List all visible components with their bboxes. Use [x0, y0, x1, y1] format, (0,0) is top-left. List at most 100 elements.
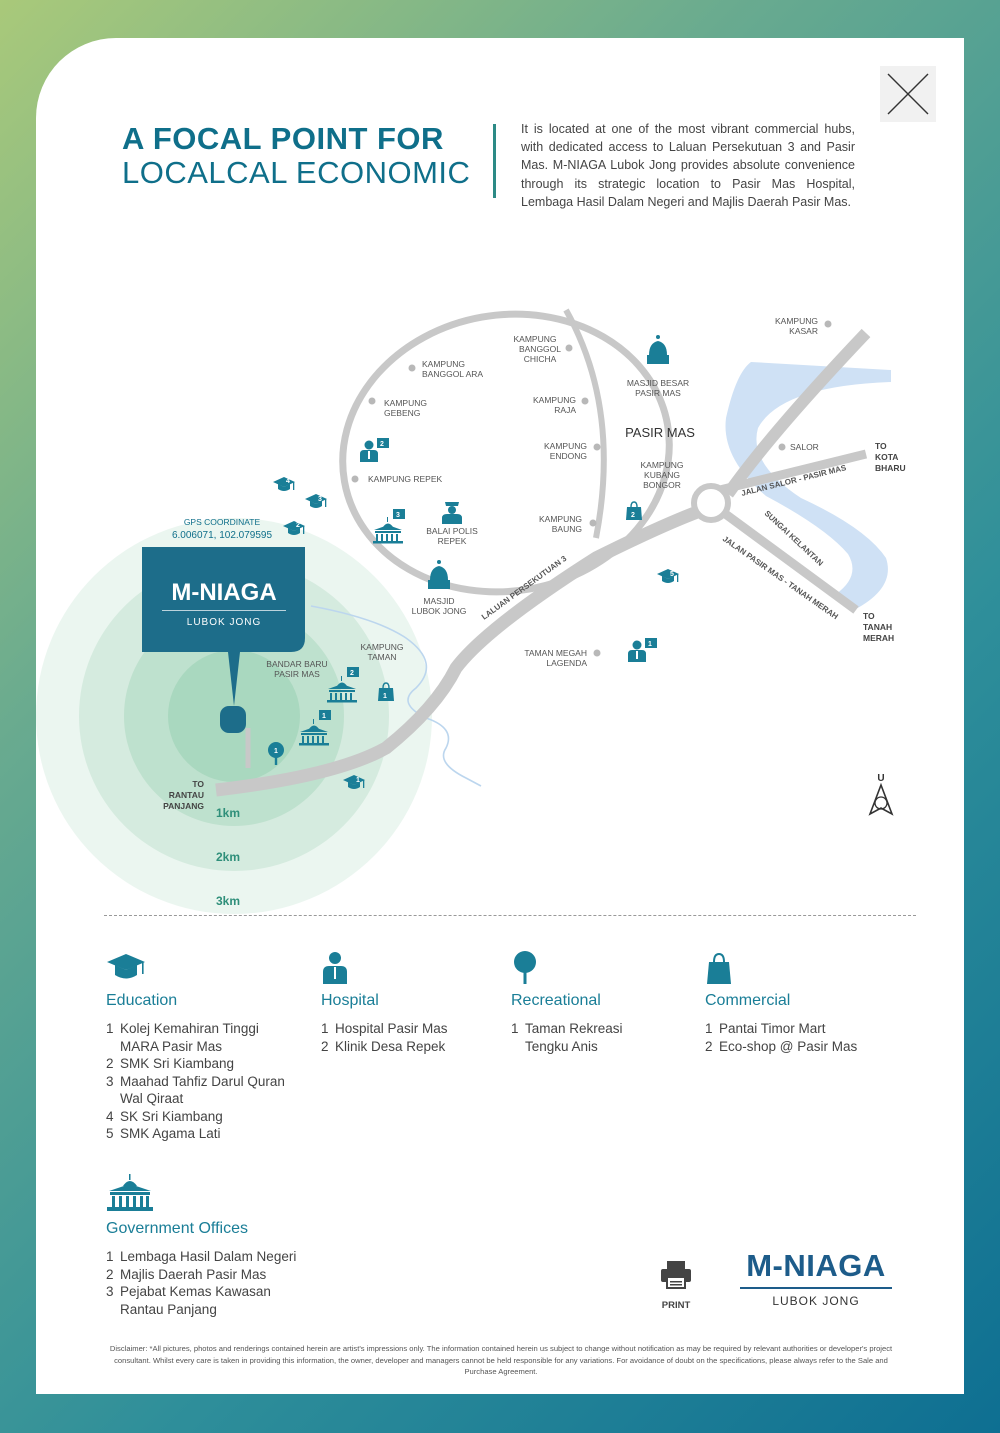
- title-line-1: A FOCAL POINT FOR: [122, 121, 444, 156]
- content-card: A FOCAL POINT FOR LOCALCAL ECONOMIC It i…: [36, 38, 964, 1394]
- radius-1km: 1km: [216, 806, 240, 820]
- compass: U: [868, 773, 894, 816]
- svg-text:3: 3: [318, 496, 322, 503]
- svg-text:4: 4: [286, 478, 290, 485]
- radius-3km: 3km: [216, 894, 240, 908]
- legend-title-government: Government Offices: [106, 1220, 248, 1237]
- disclaimer: Disclaimer: *All pictures, photos and re…: [109, 1344, 893, 1376]
- gps-label: GPS COORDINATE: [184, 517, 261, 527]
- gps-value: 6.006071, 102.079595: [172, 530, 273, 541]
- svg-text:1: 1: [383, 693, 387, 700]
- close-button[interactable]: [880, 66, 936, 122]
- government-building-icon: [106, 1174, 296, 1214]
- footer-logo: M-NIAGA LUBOK JONG: [736, 1248, 896, 1308]
- river-kelantan: [725, 362, 891, 610]
- doctor-icon: [321, 950, 448, 986]
- svg-text:1: 1: [274, 748, 278, 755]
- poi-markers: 4 3 2 5 1 2 1 3 2 1 1 1 2: [268, 335, 679, 789]
- section-divider: [104, 915, 916, 916]
- close-icon: [887, 73, 929, 115]
- road-tanah-merah: JALAN PASIR MAS - TANAH MERAH: [721, 534, 840, 621]
- legend-title-education: Education: [106, 992, 178, 1009]
- footer-logo-sub: LUBOK JONG: [772, 1293, 860, 1308]
- shopping-bag-icon: [705, 950, 857, 986]
- svg-text:2: 2: [631, 512, 635, 519]
- location-map: 1km 2km 3km LALUAN PERSEKUTUAN 3 JALAN S…: [36, 308, 906, 914]
- printer-icon: [661, 1261, 691, 1289]
- intro-text: It is located at one of the most vibrant…: [521, 122, 855, 209]
- legend-title-commercial: Commercial: [705, 992, 791, 1009]
- tributary: [310, 605, 482, 787]
- print-button[interactable]: PRINT: [658, 1260, 694, 1313]
- footer-logo-name: M-NIAGA: [746, 1248, 886, 1283]
- svg-text:2: 2: [296, 522, 300, 529]
- road-network: [215, 308, 871, 797]
- page-title: A FOCAL POINT FOR LOCALCAL ECONOMIC: [122, 122, 470, 190]
- svg-text:2: 2: [350, 670, 354, 677]
- svg-text:SALOR: SALOR: [790, 442, 819, 452]
- title-divider: [493, 124, 496, 198]
- village-dots: [351, 320, 832, 657]
- svg-text:2: 2: [380, 441, 384, 448]
- svg-text:1: 1: [322, 713, 326, 720]
- site-logo-name: M-NIAGA: [171, 579, 276, 606]
- town-label: PASIR MAS: [625, 425, 695, 440]
- footer-logo-rule: [740, 1287, 892, 1289]
- svg-text:3: 3: [396, 512, 400, 519]
- title-line-2: LOCALCAL ECONOMIC: [122, 155, 471, 190]
- radius-2km: 2km: [216, 850, 240, 864]
- legend-title-hospital: Hospital: [321, 992, 379, 1009]
- svg-text:1: 1: [648, 641, 652, 648]
- svg-text:5: 5: [670, 571, 674, 578]
- tree-icon: [511, 950, 623, 986]
- svg-text:KAMPUNG REPEK: KAMPUNG REPEK: [368, 474, 442, 484]
- site-logo-sub: LUBOK JONG: [187, 617, 261, 628]
- legend-title-recreational: Recreational: [511, 992, 601, 1009]
- svg-text:1: 1: [356, 777, 360, 784]
- graduation-cap-icon: [106, 950, 285, 986]
- svg-text:U: U: [877, 773, 884, 784]
- print-label: PRINT: [661, 1300, 691, 1311]
- site-pin[interactable]: M-NIAGA LUBOK JONG: [142, 547, 305, 733]
